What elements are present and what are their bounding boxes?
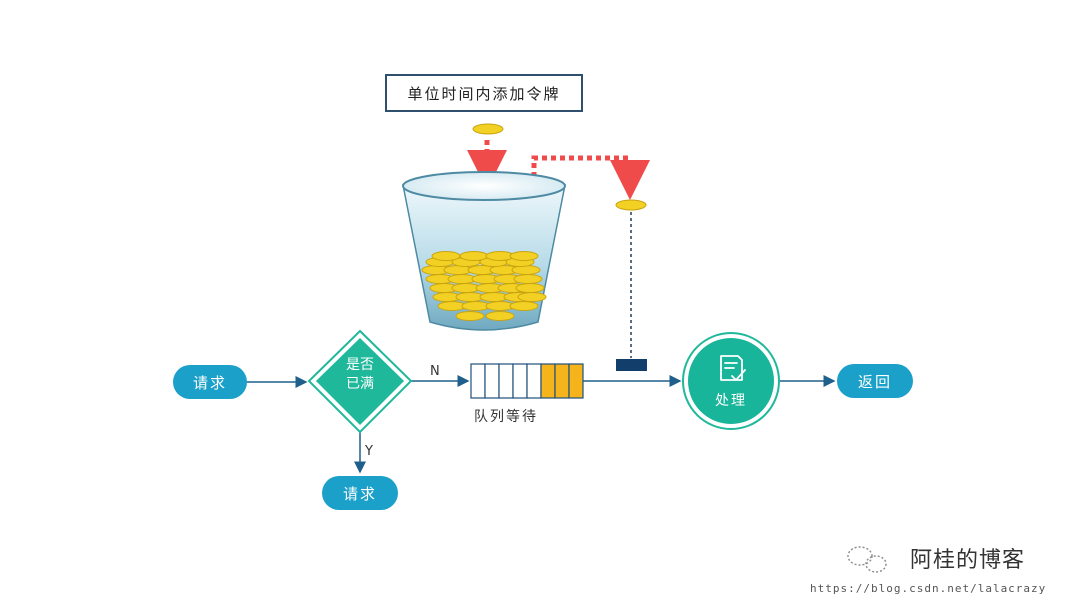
token-coin: [517, 292, 547, 302]
token-coin: [455, 311, 485, 321]
token-take-arrow: [531, 155, 650, 200]
falling-token: [472, 123, 504, 135]
rejected-request-node: 请求: [322, 476, 398, 510]
queue-label: 队列等待: [474, 409, 538, 425]
decision-diamond: [307, 329, 413, 434]
queue-slot: [540, 363, 556, 399]
token-coin: [509, 301, 539, 311]
queue-slot: [498, 363, 514, 399]
token-coin: [511, 265, 541, 275]
token-gate: [616, 359, 647, 371]
queue-slot: [526, 363, 542, 399]
document-check-icon: [720, 355, 746, 381]
token-bucket: [402, 171, 566, 331]
watermark-url: https://blog.csdn.net/lalacrazy: [810, 582, 1047, 595]
queue: [470, 363, 584, 399]
token-coin: [459, 251, 489, 261]
token-pile: [421, 251, 547, 321]
queue-slot: [568, 363, 584, 399]
token-coin: [515, 283, 545, 293]
token-rate-label: 单位时间内添加令牌: [385, 74, 583, 112]
queue-slot: [484, 363, 500, 399]
decision-line-2: 已满: [346, 376, 374, 392]
process-node: [682, 332, 780, 430]
start-request-node: 请求: [173, 365, 247, 399]
queue-slot: [554, 363, 570, 399]
taken-token: [615, 199, 647, 211]
token-coin: [513, 274, 543, 284]
branch-no-label: N: [430, 364, 440, 379]
return-node: 返回: [837, 364, 913, 398]
branch-yes-label: Y: [365, 444, 373, 459]
queue-slot: [470, 363, 486, 399]
token-coin: [509, 251, 539, 261]
watermark-name: 阿桂的博客: [910, 548, 1026, 573]
wechat-icon: [847, 546, 887, 573]
decision-label: 是否 已满: [322, 356, 398, 394]
queue-slot: [512, 363, 528, 399]
token-coin: [485, 311, 515, 321]
token-coin: [431, 251, 461, 261]
process-label: 处理: [715, 393, 747, 409]
decision-line-1: 是否: [346, 357, 374, 373]
